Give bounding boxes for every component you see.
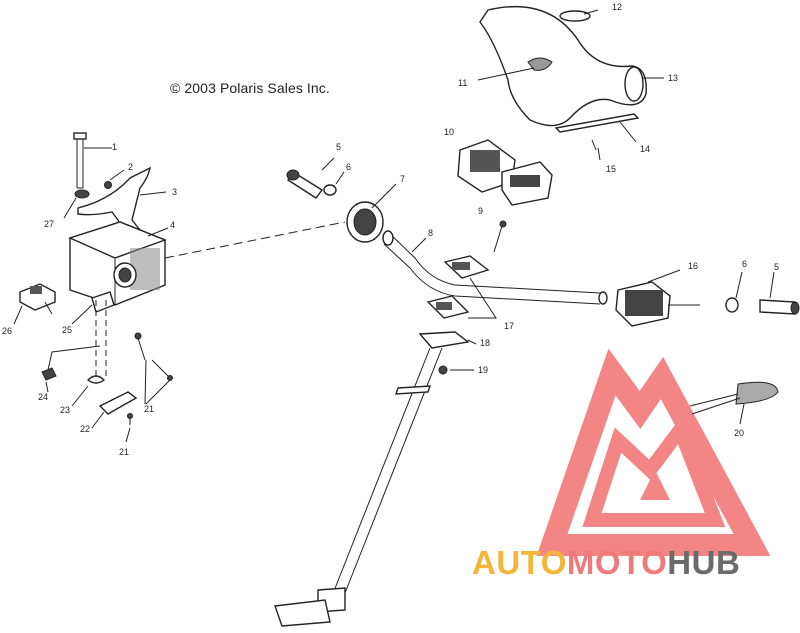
plate-part [91,291,115,313]
callout-7: 7 [400,174,405,184]
callout-26: 26 [2,326,12,336]
nut-part [41,345,101,381]
callout-18: 18 [480,338,490,348]
callout-11: 11 [458,78,467,88]
steering-column-part [274,347,443,627]
callout-20: 20 [734,428,744,438]
watermark-moto: MOTO [566,544,668,581]
callout-23: 23 [60,405,70,415]
control-module-part [457,139,553,206]
lever-part [98,391,138,415]
callout-6-right: 6 [742,259,747,269]
watermark-logo-icon [536,348,771,556]
screws-part [127,332,173,425]
callout-13: 13 [668,73,678,83]
callout-17: 17 [504,321,514,331]
nut-19-part [438,365,448,375]
callout-24: 24 [38,392,48,402]
right-grip-part [759,299,800,315]
callout-1: 1 [112,142,117,152]
pad-strip-part [554,113,640,133]
callout-4: 4 [170,220,175,230]
left-end-plug-part [323,184,337,196]
copyright-text: © 2003 Polaris Sales Inc. [170,80,330,96]
watermark-brand: AUTOMOTOHUB [472,544,740,582]
handlebar-pad-part [479,5,647,127]
left-grip-part [286,169,324,199]
callout-15: 15 [606,164,616,174]
right-control-part [615,281,700,327]
callout-2: 2 [128,162,133,172]
callout-16: 16 [688,261,698,271]
callout-21-top: 21 [144,404,154,414]
callout-5-right: 5 [774,262,779,272]
callout-22: 22 [80,424,90,434]
callout-5: 5 [336,142,341,152]
bracket-part [77,166,151,231]
callout-21-bottom: 21 [119,447,129,457]
callout-3: 3 [172,187,177,197]
callout-25: 25 [62,325,72,335]
callout-8: 8 [428,228,433,238]
right-end-plug-part [725,297,739,313]
coil-cable-part [689,381,779,415]
watermark-hub: HUB [667,544,741,581]
switch-cover-part [346,201,384,243]
small-screw-part [104,181,112,189]
pad-badge-part [559,10,591,22]
bar-clamp-part [426,255,490,319]
callout-9: 9 [478,206,483,216]
handlebar-part [382,230,608,305]
callout-10: 10 [444,127,454,137]
leader-lines [13,9,775,443]
throttle-housing-part [68,221,167,306]
callout-27: 27 [44,219,54,229]
callout-12: 12 [612,2,622,12]
steering-plate-part [418,331,470,349]
callout-19: 19 [478,365,488,375]
clamp-part [19,283,56,315]
callout-14: 14 [640,144,650,154]
callout-6: 6 [346,162,351,172]
clip-part [86,375,106,384]
bolt-part [73,132,87,189]
washer-part [74,189,90,199]
watermark-auto: AUTO [472,544,567,581]
